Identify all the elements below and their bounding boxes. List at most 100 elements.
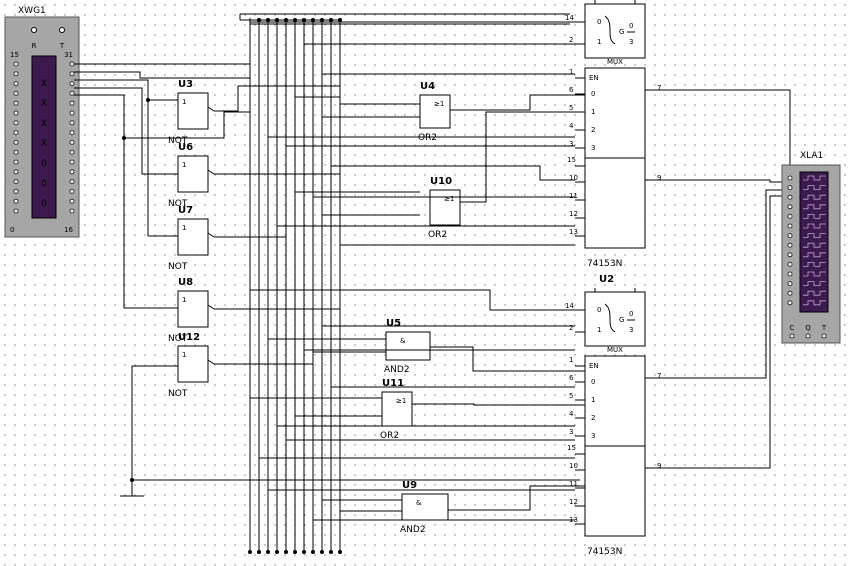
gate-body[interactable] [177, 218, 209, 256]
gate-body[interactable] [429, 189, 461, 226]
word-generator-terminal[interactable] [13, 130, 19, 136]
word-generator-terminal[interactable] [69, 198, 75, 204]
select-decoder-box[interactable] [584, 291, 646, 347]
logic-analyzer-label: C [790, 324, 795, 332]
word-generator-terminal[interactable] [13, 159, 19, 165]
gate-type-label: NOT [168, 334, 188, 344]
word-generator-terminal[interactable] [13, 139, 19, 145]
mux-label: MUX [607, 58, 623, 66]
trigger-terminal[interactable] [59, 27, 65, 33]
word-generator-terminal[interactable] [13, 198, 19, 204]
word-generator-terminal[interactable] [69, 120, 75, 126]
word-generator-terminal[interactable] [13, 100, 19, 106]
word-generator-terminal[interactable] [69, 61, 75, 67]
enable-label: EN [589, 362, 599, 370]
logic-analyzer-trace [803, 213, 826, 219]
logic-analyzer-terminal[interactable] [787, 290, 793, 296]
select-input-label: 1 [597, 38, 601, 46]
gate-body[interactable] [177, 92, 209, 130]
gate-body[interactable] [401, 493, 449, 521]
logic-analyzer-trace [803, 252, 826, 258]
pin-label: 11 [569, 480, 578, 488]
decoder-g-label: G [619, 28, 624, 36]
gate-body[interactable] [419, 94, 451, 129]
word-generator-terminal[interactable] [13, 208, 19, 214]
word-generator-terminal[interactable] [69, 179, 75, 185]
word-generator-terminal[interactable] [69, 81, 75, 87]
junction-dot [266, 550, 270, 554]
word-generator-terminal[interactable] [13, 71, 19, 77]
word-generator-terminal[interactable] [13, 81, 19, 87]
logic-analyzer-terminal[interactable] [787, 185, 793, 191]
word-generator-terminal[interactable] [13, 90, 19, 96]
word-generator-display-digit: X [41, 119, 47, 129]
logic-analyzer-terminal[interactable] [787, 261, 793, 267]
word-generator-terminal[interactable] [69, 149, 75, 155]
word-generator-terminal[interactable] [69, 139, 75, 145]
pin-label: 15 [567, 444, 576, 452]
logic-analyzer-terminal[interactable] [787, 252, 793, 258]
decoder-g-label: G [619, 316, 624, 324]
reset-terminal[interactable] [31, 27, 37, 33]
word-generator-terminal[interactable] [69, 159, 75, 165]
select-decoder-box[interactable] [584, 3, 646, 59]
word-generator-terminal[interactable] [69, 188, 75, 194]
gate-ref-label: U12 [178, 332, 200, 343]
word-generator-terminal[interactable] [69, 130, 75, 136]
word-generator-terminal[interactable] [69, 110, 75, 116]
logic-analyzer-trace [803, 281, 826, 287]
gate-type-label: OR2 [418, 133, 437, 143]
logic-analyzer-terminal[interactable] [787, 300, 793, 306]
word-generator-terminal[interactable] [69, 169, 75, 175]
gate-body[interactable] [177, 155, 209, 193]
word-generator-terminal[interactable] [69, 71, 75, 77]
logic-analyzer-terminal[interactable] [805, 333, 811, 339]
gate-type-label: NOT [168, 199, 188, 209]
word-generator-terminal[interactable] [13, 61, 19, 67]
word-generator-terminal[interactable] [69, 100, 75, 106]
logic-analyzer-terminal[interactable] [821, 333, 827, 339]
logic-analyzer-terminal[interactable] [787, 223, 793, 229]
word-generator-terminal[interactable] [13, 149, 19, 155]
gate-body[interactable] [381, 391, 413, 427]
pin-label: 14 [565, 14, 574, 22]
gate-body[interactable] [177, 290, 209, 328]
word-generator-terminal[interactable] [13, 188, 19, 194]
mux-74153n-2[interactable]: 01G03MUXEN14216543101112130123157974153N… [565, 274, 661, 557]
word-generator-name: XWG1 [18, 6, 46, 16]
word-generator-terminal[interactable] [13, 120, 19, 126]
gate-body[interactable] [385, 331, 431, 361]
decoder-out-label: 0 [629, 22, 633, 30]
word-generator-terminal[interactable] [13, 169, 19, 175]
logic-analyzer-terminal[interactable] [787, 281, 793, 287]
logic-analyzer-terminal[interactable] [789, 333, 795, 339]
logic-analyzer-terminal[interactable] [787, 194, 793, 200]
gate-body[interactable] [177, 345, 209, 383]
data-input-label: 2 [591, 126, 595, 134]
wire [450, 94, 585, 111]
word-generator-terminal[interactable] [69, 208, 75, 214]
logic-analyzer-terminal[interactable] [787, 204, 793, 210]
logic-analyzer-terminal[interactable] [787, 213, 793, 219]
logic-analyzer-terminal[interactable] [787, 242, 793, 248]
word-generator-terminal[interactable] [69, 90, 75, 96]
logic-analyzer-terminal[interactable] [787, 233, 793, 239]
word-generator-terminal[interactable] [13, 179, 19, 185]
logic-analyzer-terminal[interactable] [787, 271, 793, 277]
word-generator-terminal[interactable] [13, 110, 19, 116]
logic-analyzer-terminal[interactable] [787, 175, 793, 181]
